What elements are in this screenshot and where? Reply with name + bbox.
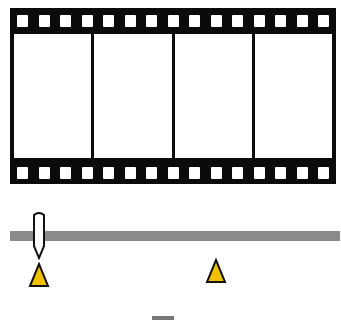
frame-4[interactable] [255,34,332,158]
perforation-hole [297,167,308,179]
perforation-hole [254,15,265,27]
perforation-hole [275,15,286,27]
perforation-hole [60,167,71,179]
perforation-hole [146,15,157,27]
perforation-hole [211,15,222,27]
frame-2[interactable] [94,34,171,158]
frame-3[interactable] [175,34,252,158]
perforation-hole [146,167,157,179]
perforation-hole [39,15,50,27]
perforation-hole [60,15,71,27]
frame-row [14,34,332,158]
marker-2-triangle-up-icon[interactable] [205,258,227,284]
marker-1-triangle-up-icon[interactable] [28,262,50,288]
frame-1[interactable] [14,34,91,158]
perforation-hole [17,167,28,179]
perforation-hole [232,15,243,27]
perforation-hole [232,167,243,179]
timeline-track[interactable] [10,231,340,241]
perforation-hole [211,167,222,179]
perforation-hole [168,167,179,179]
perforation-row-bottom [10,160,336,184]
perforation-hole [103,15,114,27]
perforation-hole [17,15,28,27]
perforation-hole [82,15,93,27]
perforation-hole [103,167,114,179]
perforation-hole [39,167,50,179]
filmstrip [10,8,336,184]
perforation-hole [168,15,179,27]
perforation-row-top [10,8,336,32]
perforation-hole [82,167,93,179]
perforation-hole [318,167,329,179]
perforation-hole [254,167,265,179]
playhead-needle-icon[interactable] [29,212,49,260]
perforation-hole [297,15,308,27]
perforation-hole [275,167,286,179]
perforation-hole [189,167,200,179]
end-marker [152,316,174,320]
perforation-hole [125,15,136,27]
perforation-hole [189,15,200,27]
perforation-hole [318,15,329,27]
perforation-hole [125,167,136,179]
